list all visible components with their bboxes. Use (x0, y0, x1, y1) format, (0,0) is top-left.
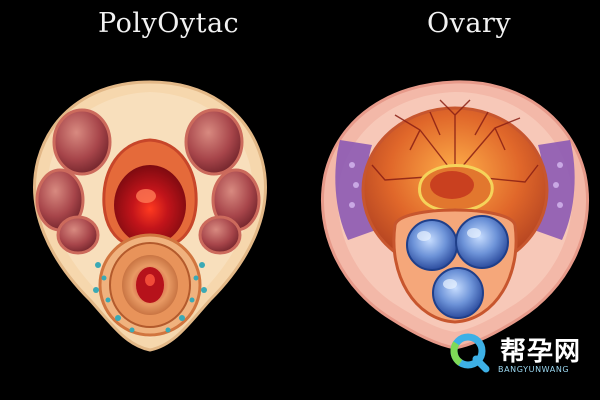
watermark-brand: 帮孕网 (500, 337, 582, 367)
right-figure (320, 80, 590, 350)
right-title: Ovary (427, 8, 512, 39)
left-title: PolyOytac (98, 8, 240, 39)
left-figure (33, 80, 267, 352)
watermark-brand-en: BANGYUNWANG (498, 365, 570, 374)
watermark-logo-icon (450, 333, 490, 373)
